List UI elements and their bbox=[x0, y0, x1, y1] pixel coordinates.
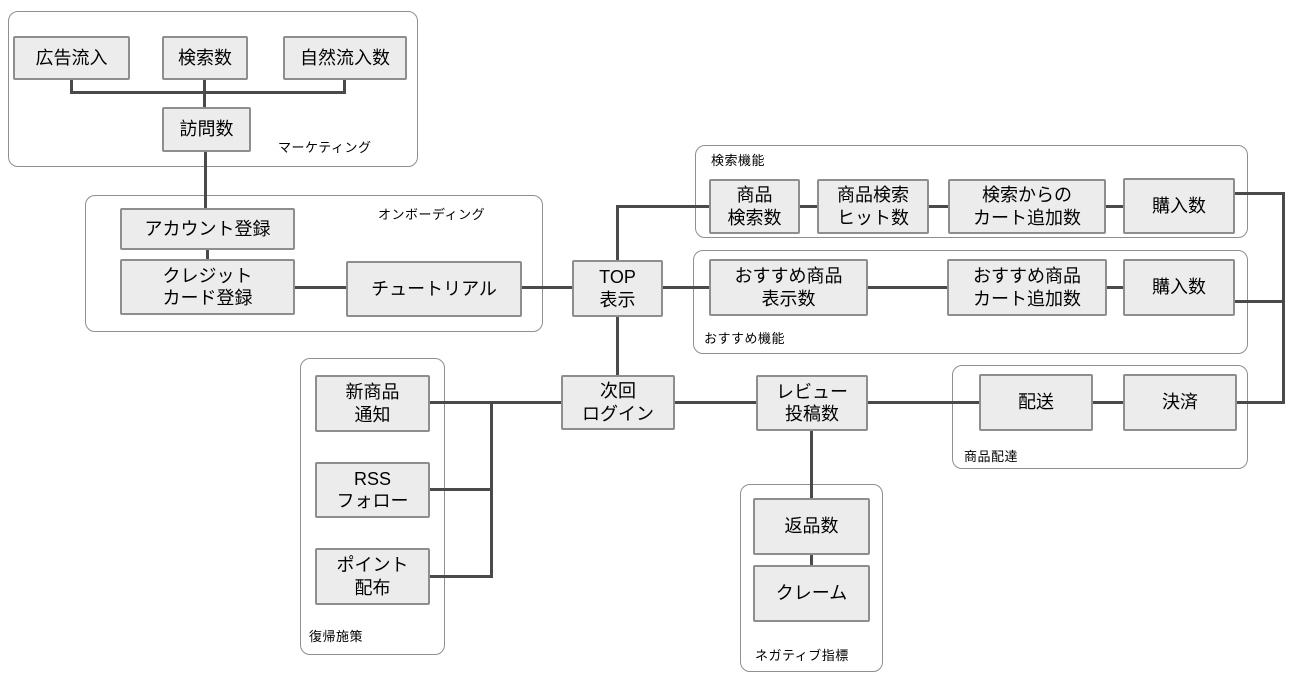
connector-account-to-credit bbox=[206, 248, 209, 261]
connector-login-to-review bbox=[673, 401, 758, 404]
connector-ad-to-bus bbox=[70, 78, 73, 94]
node-claims: クレーム bbox=[753, 565, 870, 622]
connector-recommend-stub-1 bbox=[866, 286, 949, 289]
connector-organic-to-bus bbox=[343, 78, 346, 94]
connector-right-rail bbox=[1282, 192, 1285, 404]
node-review-posts: レビュー 投稿数 bbox=[756, 375, 868, 431]
connector-top-to-recommend-row bbox=[661, 286, 711, 289]
group-marketing bbox=[8, 11, 418, 167]
connector-review-to-shipping bbox=[866, 401, 981, 404]
group-label-negative-indicators: ネガティブ指標 bbox=[755, 648, 849, 663]
connector-top-to-login bbox=[616, 315, 619, 377]
group-label-product-delivery: 商品配達 bbox=[964, 449, 1019, 464]
node-purchase-count-search: 購入数 bbox=[1123, 178, 1235, 234]
node-new-product-notice: 新商品 通知 bbox=[315, 375, 430, 432]
node-credit-card-registration: クレジット カード登録 bbox=[120, 259, 295, 315]
node-visits: 訪問数 bbox=[162, 107, 251, 152]
node-product-search-hits: 商品検索 ヒット数 bbox=[817, 179, 929, 234]
node-point-distribution: ポイント 配布 bbox=[315, 548, 430, 605]
connector-credit-to-tutorial bbox=[295, 286, 348, 289]
connector-top-to-search-row bbox=[616, 205, 711, 208]
connector-rss-stub bbox=[428, 488, 493, 491]
connector-search-to-visits bbox=[203, 78, 206, 110]
connector-visits-to-account bbox=[204, 150, 207, 210]
connector-rail-to-payment bbox=[1235, 401, 1285, 404]
group-label-revival-measures: 復帰施策 bbox=[309, 629, 364, 644]
node-tutorial: チュートリアル bbox=[346, 261, 522, 317]
node-returns: 返品数 bbox=[753, 498, 870, 555]
node-rss-follow: RSS フォロー bbox=[315, 462, 430, 518]
group-label-marketing: マーケティング bbox=[278, 140, 372, 155]
group-product-delivery bbox=[952, 365, 1248, 469]
connector-review-to-returns bbox=[810, 429, 813, 500]
node-organic-inflow: 自然流入数 bbox=[283, 36, 407, 80]
group-label-search-feature: 検索機能 bbox=[711, 153, 766, 168]
node-product-search-count: 商品 検索数 bbox=[709, 179, 800, 234]
connector-search-stub-3 bbox=[1104, 205, 1125, 208]
connector-shipping-to-payment bbox=[1091, 401, 1125, 404]
connector-marketing-bus bbox=[70, 91, 346, 94]
node-search-count: 検索数 bbox=[162, 36, 248, 80]
connector-returns-to-claims bbox=[810, 553, 813, 567]
node-top-view: TOP 表示 bbox=[572, 260, 663, 317]
connector-rail-mid bbox=[1235, 300, 1285, 303]
connector-top-up-vertical bbox=[616, 205, 619, 262]
connector-tutorial-to-top bbox=[520, 286, 574, 289]
node-payment: 決済 bbox=[1123, 374, 1237, 431]
group-search-feature bbox=[695, 145, 1248, 238]
node-recommend-cart-add: おすすめ商品 カート追加数 bbox=[947, 259, 1107, 316]
node-account-registration: アカウント登録 bbox=[120, 208, 295, 250]
node-cart-add-from-search: 検索からの カート追加数 bbox=[948, 179, 1106, 234]
node-recommend-display-count: おすすめ商品 表示数 bbox=[709, 259, 868, 316]
connector-revival-to-login bbox=[428, 401, 563, 404]
group-onboarding bbox=[85, 195, 543, 332]
node-shipping: 配送 bbox=[979, 374, 1093, 431]
connector-search-stub-1 bbox=[798, 205, 819, 208]
connector-point-stub bbox=[428, 575, 493, 578]
connector-search-stub-2 bbox=[927, 205, 950, 208]
connector-rail-top bbox=[1235, 192, 1285, 195]
group-label-recommend-feature: おすすめ機能 bbox=[704, 331, 786, 346]
connector-recommend-stub-2 bbox=[1105, 286, 1125, 289]
group-revival-measures bbox=[300, 358, 445, 655]
group-label-onboarding: オンボーディング bbox=[378, 207, 486, 222]
node-next-login: 次回 ログイン bbox=[561, 375, 675, 430]
node-ad-inflow: 広告流入 bbox=[13, 36, 130, 80]
node-purchase-count-recommend: 購入数 bbox=[1123, 259, 1235, 316]
